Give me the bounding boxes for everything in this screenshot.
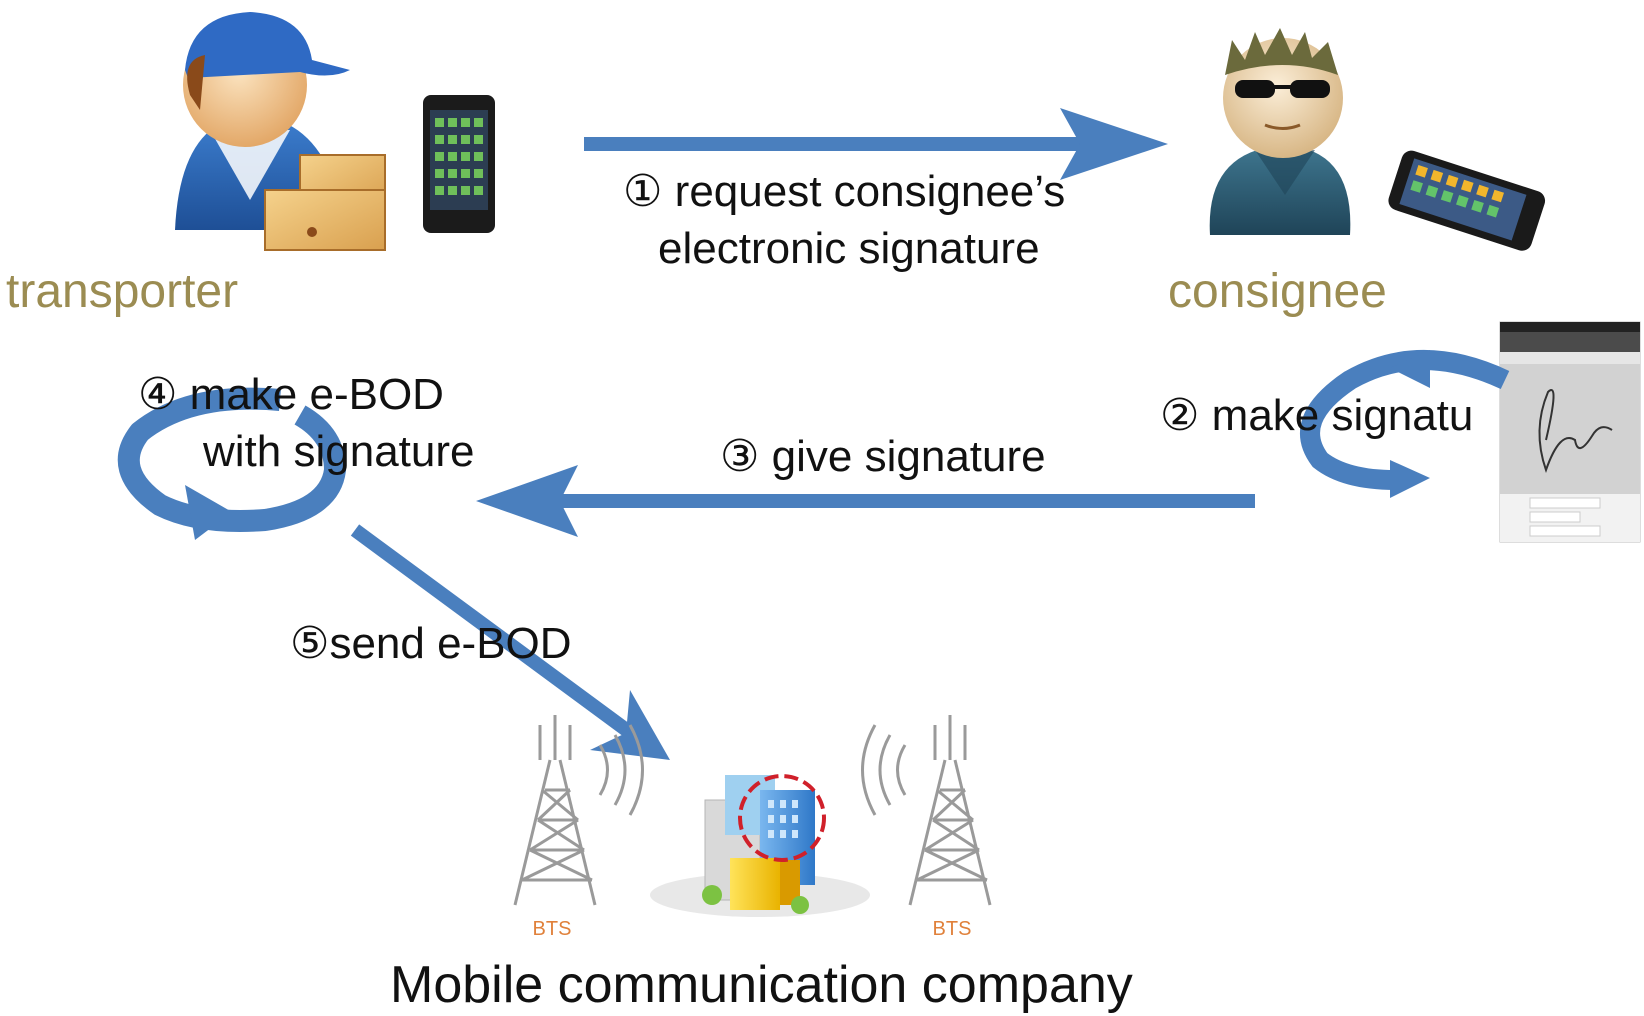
step4-label-line1: ④ make e-BOD — [138, 370, 444, 419]
consignee-label: consignee — [1168, 265, 1387, 318]
smartphone-icon — [423, 95, 495, 233]
step5-label: ⑤send e-BOD — [290, 619, 572, 668]
sunglasses-person-icon — [1209, 28, 1351, 235]
arrow-give-signature — [476, 465, 1255, 537]
signature-screen-image — [1499, 321, 1641, 543]
bts-label-right: BTS — [933, 918, 972, 940]
step2-label: ② make signatu — [1160, 391, 1474, 440]
bts-tower-left-icon — [513, 715, 644, 906]
arrow-request-signature — [584, 108, 1168, 180]
make-signature-cycle-icon — [1300, 350, 1510, 498]
step1-label-line1: ① request consignee’s — [623, 167, 1066, 216]
step1-label-line2: electronic signature — [658, 224, 1040, 273]
transporter-label: transporter — [6, 265, 239, 318]
delivery-person-icon — [175, 12, 386, 251]
handwritten-signature — [1538, 389, 1613, 474]
step4-label-line2: with signature — [203, 427, 475, 476]
company-building-icon — [650, 774, 870, 917]
company-label: Mobile communication company — [390, 956, 1133, 1014]
smartphone-icon — [1388, 150, 1546, 251]
bts-tower-right-icon — [861, 715, 992, 906]
bts-label-left: BTS — [533, 918, 572, 940]
highlight-circle — [738, 774, 826, 862]
step3-label: ③ give signature — [720, 432, 1046, 481]
make-ebod-cycle-icon — [117, 387, 347, 540]
